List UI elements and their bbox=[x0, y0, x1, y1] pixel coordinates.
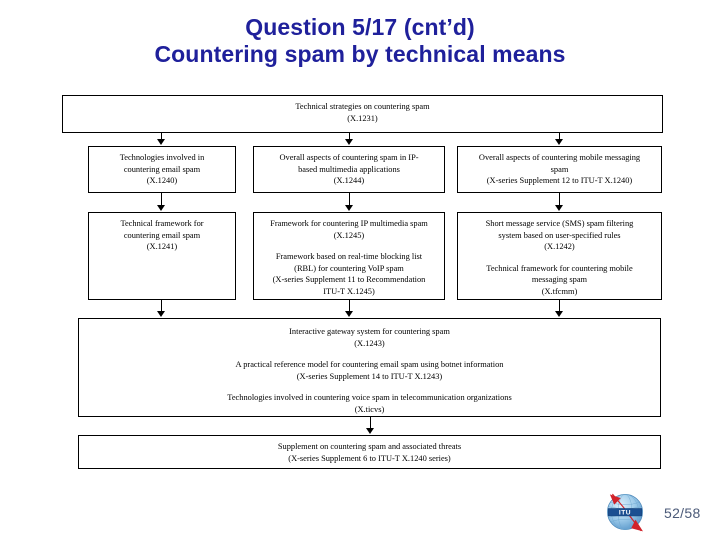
svg-text:ITU: ITU bbox=[619, 509, 631, 516]
node-line: system based on user-specified rules bbox=[498, 230, 621, 240]
node-interactive-gateway-system: Interactive gateway system for counterin… bbox=[78, 318, 661, 417]
node-line: (X.tfcmm) bbox=[541, 286, 578, 296]
node-text: Technical framework for countering email… bbox=[93, 218, 231, 253]
node-line: (RBL) for countering VoIP spam bbox=[294, 263, 404, 273]
node-line: A practical reference model for counteri… bbox=[235, 360, 504, 370]
title-line-2: Countering spam by technical means bbox=[154, 41, 566, 67]
node-text: Framework based on real-time blocking li… bbox=[258, 251, 440, 297]
node-text: A practical reference model for counteri… bbox=[83, 359, 656, 382]
node-text: Supplement on countering spam and associ… bbox=[83, 441, 656, 464]
node-line: Technical framework for countering mobil… bbox=[486, 263, 633, 273]
node-text: Technologies involved in countering voic… bbox=[83, 392, 656, 415]
node-technologies-email-spam: Technologies involved in countering emai… bbox=[88, 146, 236, 193]
node-line: spam bbox=[550, 164, 569, 174]
node-text: Interactive gateway system for counterin… bbox=[83, 326, 656, 349]
node-line: Technologies involved in countering voic… bbox=[227, 393, 512, 403]
node-line: Short message service (SMS) spam filteri… bbox=[485, 219, 634, 228]
node-line: messaging spam bbox=[531, 275, 588, 285]
node-line: Interactive gateway system for counterin… bbox=[289, 327, 450, 336]
node-line: (X.ticvs) bbox=[354, 404, 385, 414]
node-line: Overall aspects of countering mobile mes… bbox=[478, 153, 641, 162]
node-overall-aspects-ip-multimedia: Overall aspects of countering spam in IP… bbox=[253, 146, 445, 193]
node-line: Framework based on real-time blocking li… bbox=[275, 252, 423, 262]
node-line: Technical strategies on countering spam bbox=[295, 102, 430, 111]
node-line: (X-series Supplement 12 to ITU-T X.1240) bbox=[486, 176, 633, 186]
node-line: (X.1231) bbox=[347, 113, 378, 123]
node-line: countering email spam bbox=[123, 230, 201, 240]
node-supplement-countering-spam-threats: Supplement on countering spam and associ… bbox=[78, 435, 661, 469]
slide-title: Question 5/17 (cnt’d) Countering spam by… bbox=[0, 14, 720, 68]
node-framework-ip-multimedia-spam: Framework for countering IP multimedia s… bbox=[253, 212, 445, 300]
node-line: Overall aspects of countering spam in IP… bbox=[279, 153, 419, 162]
node-line: (X.1245) bbox=[333, 230, 365, 240]
node-line: (X-series Supplement 14 to ITU-T X.1243) bbox=[296, 371, 443, 381]
node-line: (X-series Supplement 11 to Recommendatio… bbox=[272, 275, 426, 285]
node-technical-strategies: Technical strategies on countering spam … bbox=[62, 95, 663, 133]
node-line: Supplement on countering spam and associ… bbox=[277, 442, 462, 451]
node-technical-framework-email-spam: Technical framework for countering email… bbox=[88, 212, 236, 300]
node-line: countering email spam bbox=[123, 164, 201, 174]
node-line: Framework for countering IP multimedia s… bbox=[270, 219, 428, 228]
node-line: Technologies involved in bbox=[119, 153, 205, 162]
node-text: Short message service (SMS) spam filteri… bbox=[462, 218, 657, 253]
node-text: Technologies involved in countering emai… bbox=[93, 152, 231, 187]
node-text: Technical strategies on countering spam … bbox=[67, 101, 658, 124]
node-text: Framework for countering IP multimedia s… bbox=[258, 218, 440, 241]
node-line: Technical framework for bbox=[120, 219, 204, 228]
node-line: based multimedia applications bbox=[298, 164, 400, 174]
node-text: Overall aspects of countering spam in IP… bbox=[258, 152, 440, 187]
page-number: 52/58 bbox=[664, 505, 701, 521]
node-text: Technical framework for countering mobil… bbox=[462, 263, 657, 298]
node-line: (X-series Supplement 6 to ITU-T X.1240 s… bbox=[288, 453, 451, 463]
node-line: (X.1241) bbox=[146, 242, 178, 252]
itu-logo-icon: ITU bbox=[607, 493, 643, 532]
node-text: Overall aspects of countering mobile mes… bbox=[462, 152, 657, 187]
node-line: (X.1242) bbox=[544, 242, 575, 252]
node-line: (X.1244) bbox=[333, 176, 365, 186]
node-line: (X.1240) bbox=[146, 176, 178, 186]
node-line: (X.1243) bbox=[354, 338, 385, 348]
title-line-1: Question 5/17 (cnt’d) bbox=[245, 14, 475, 40]
node-overall-aspects-mobile-messaging: Overall aspects of countering mobile mes… bbox=[457, 146, 662, 193]
node-sms-spam-filtering: Short message service (SMS) spam filteri… bbox=[457, 212, 662, 300]
node-line: ITU-T X.1245) bbox=[323, 286, 375, 296]
